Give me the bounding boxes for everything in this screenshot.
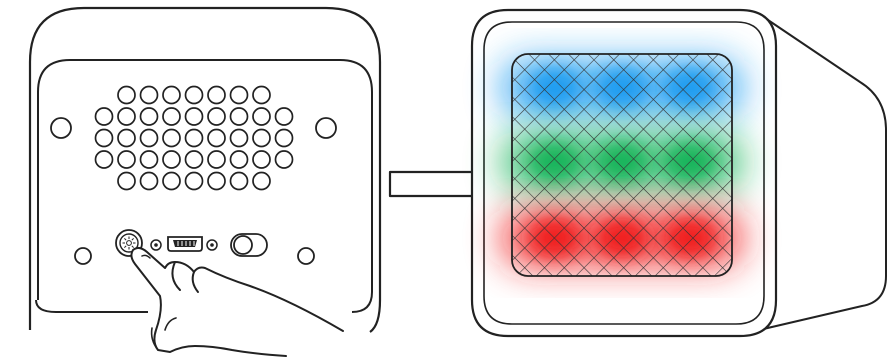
grille-hole: [162, 150, 181, 169]
grille-hole: [274, 107, 294, 126]
grille-hole: [252, 128, 271, 148]
grille-hole: [139, 128, 159, 148]
grille-hole: [139, 171, 159, 191]
grille-hole: [184, 150, 204, 169]
grille-hole: [117, 128, 136, 148]
grille-hole: [94, 150, 114, 169]
grille-hole: [252, 85, 271, 105]
speaker-back-grille: [94, 85, 294, 191]
grille-hole: [207, 107, 226, 126]
grille-hole: [139, 150, 159, 169]
speaker-side-body: [741, 19, 887, 335]
grille-hole: [184, 171, 204, 191]
grille-hole: [117, 150, 136, 169]
foot-hole-right: [297, 247, 315, 265]
speaker-back-inner-panel: [37, 59, 373, 313]
foot-hole-left: [74, 247, 92, 265]
micro-usb-port[interactable]: [167, 236, 203, 252]
indicator-led-right: [206, 239, 218, 251]
grille-hole: [184, 85, 204, 105]
sun-ray: [124, 238, 127, 241]
mounting-hole-right: [315, 117, 337, 139]
grille-hole: [139, 85, 159, 105]
grille-hole: [229, 171, 249, 191]
grille-hole: [184, 128, 204, 148]
grille-hole: [94, 107, 114, 126]
grille-hole: [94, 128, 114, 148]
speaker-back-outer-shell: [28, 6, 382, 333]
grille-hole: [162, 85, 181, 105]
sun-ray: [131, 238, 134, 241]
front-grille-mesh: [511, 53, 733, 277]
grille-hole: [252, 150, 271, 169]
mounting-hole-left: [50, 117, 72, 139]
light-button[interactable]: [115, 229, 143, 257]
grille-hole: [117, 107, 136, 126]
grille-hole: [162, 171, 181, 191]
grille-hole: [229, 85, 249, 105]
grille-hole: [229, 128, 249, 148]
sun-icon: [122, 236, 136, 250]
power-switch[interactable]: [230, 233, 268, 257]
grille-hole: [229, 150, 249, 169]
grille-hole: [207, 150, 226, 169]
grille-hole: [207, 171, 226, 191]
grille-hole: [139, 107, 159, 126]
grille-hole: [117, 171, 136, 191]
grille-hole: [184, 107, 204, 126]
grille-hole: [207, 128, 226, 148]
grille-hole: [252, 171, 271, 191]
grille-hole: [274, 150, 294, 169]
speaker-back-base-line: [35, 299, 148, 313]
sun-ray: [124, 245, 127, 248]
grille-hole: [162, 107, 181, 126]
speaker-front-view: [470, 8, 887, 338]
pointing-hand: [130, 246, 344, 357]
grille-hole: [274, 128, 294, 148]
grille-hole: [162, 128, 181, 148]
speaker-back-view: [28, 6, 382, 357]
grille-hole: [252, 107, 271, 126]
grille-hole: [207, 85, 226, 105]
grille-hole: [117, 85, 136, 105]
sun-ray: [131, 245, 134, 248]
indicator-led-left: [150, 239, 162, 251]
grille-hole: [229, 107, 249, 126]
